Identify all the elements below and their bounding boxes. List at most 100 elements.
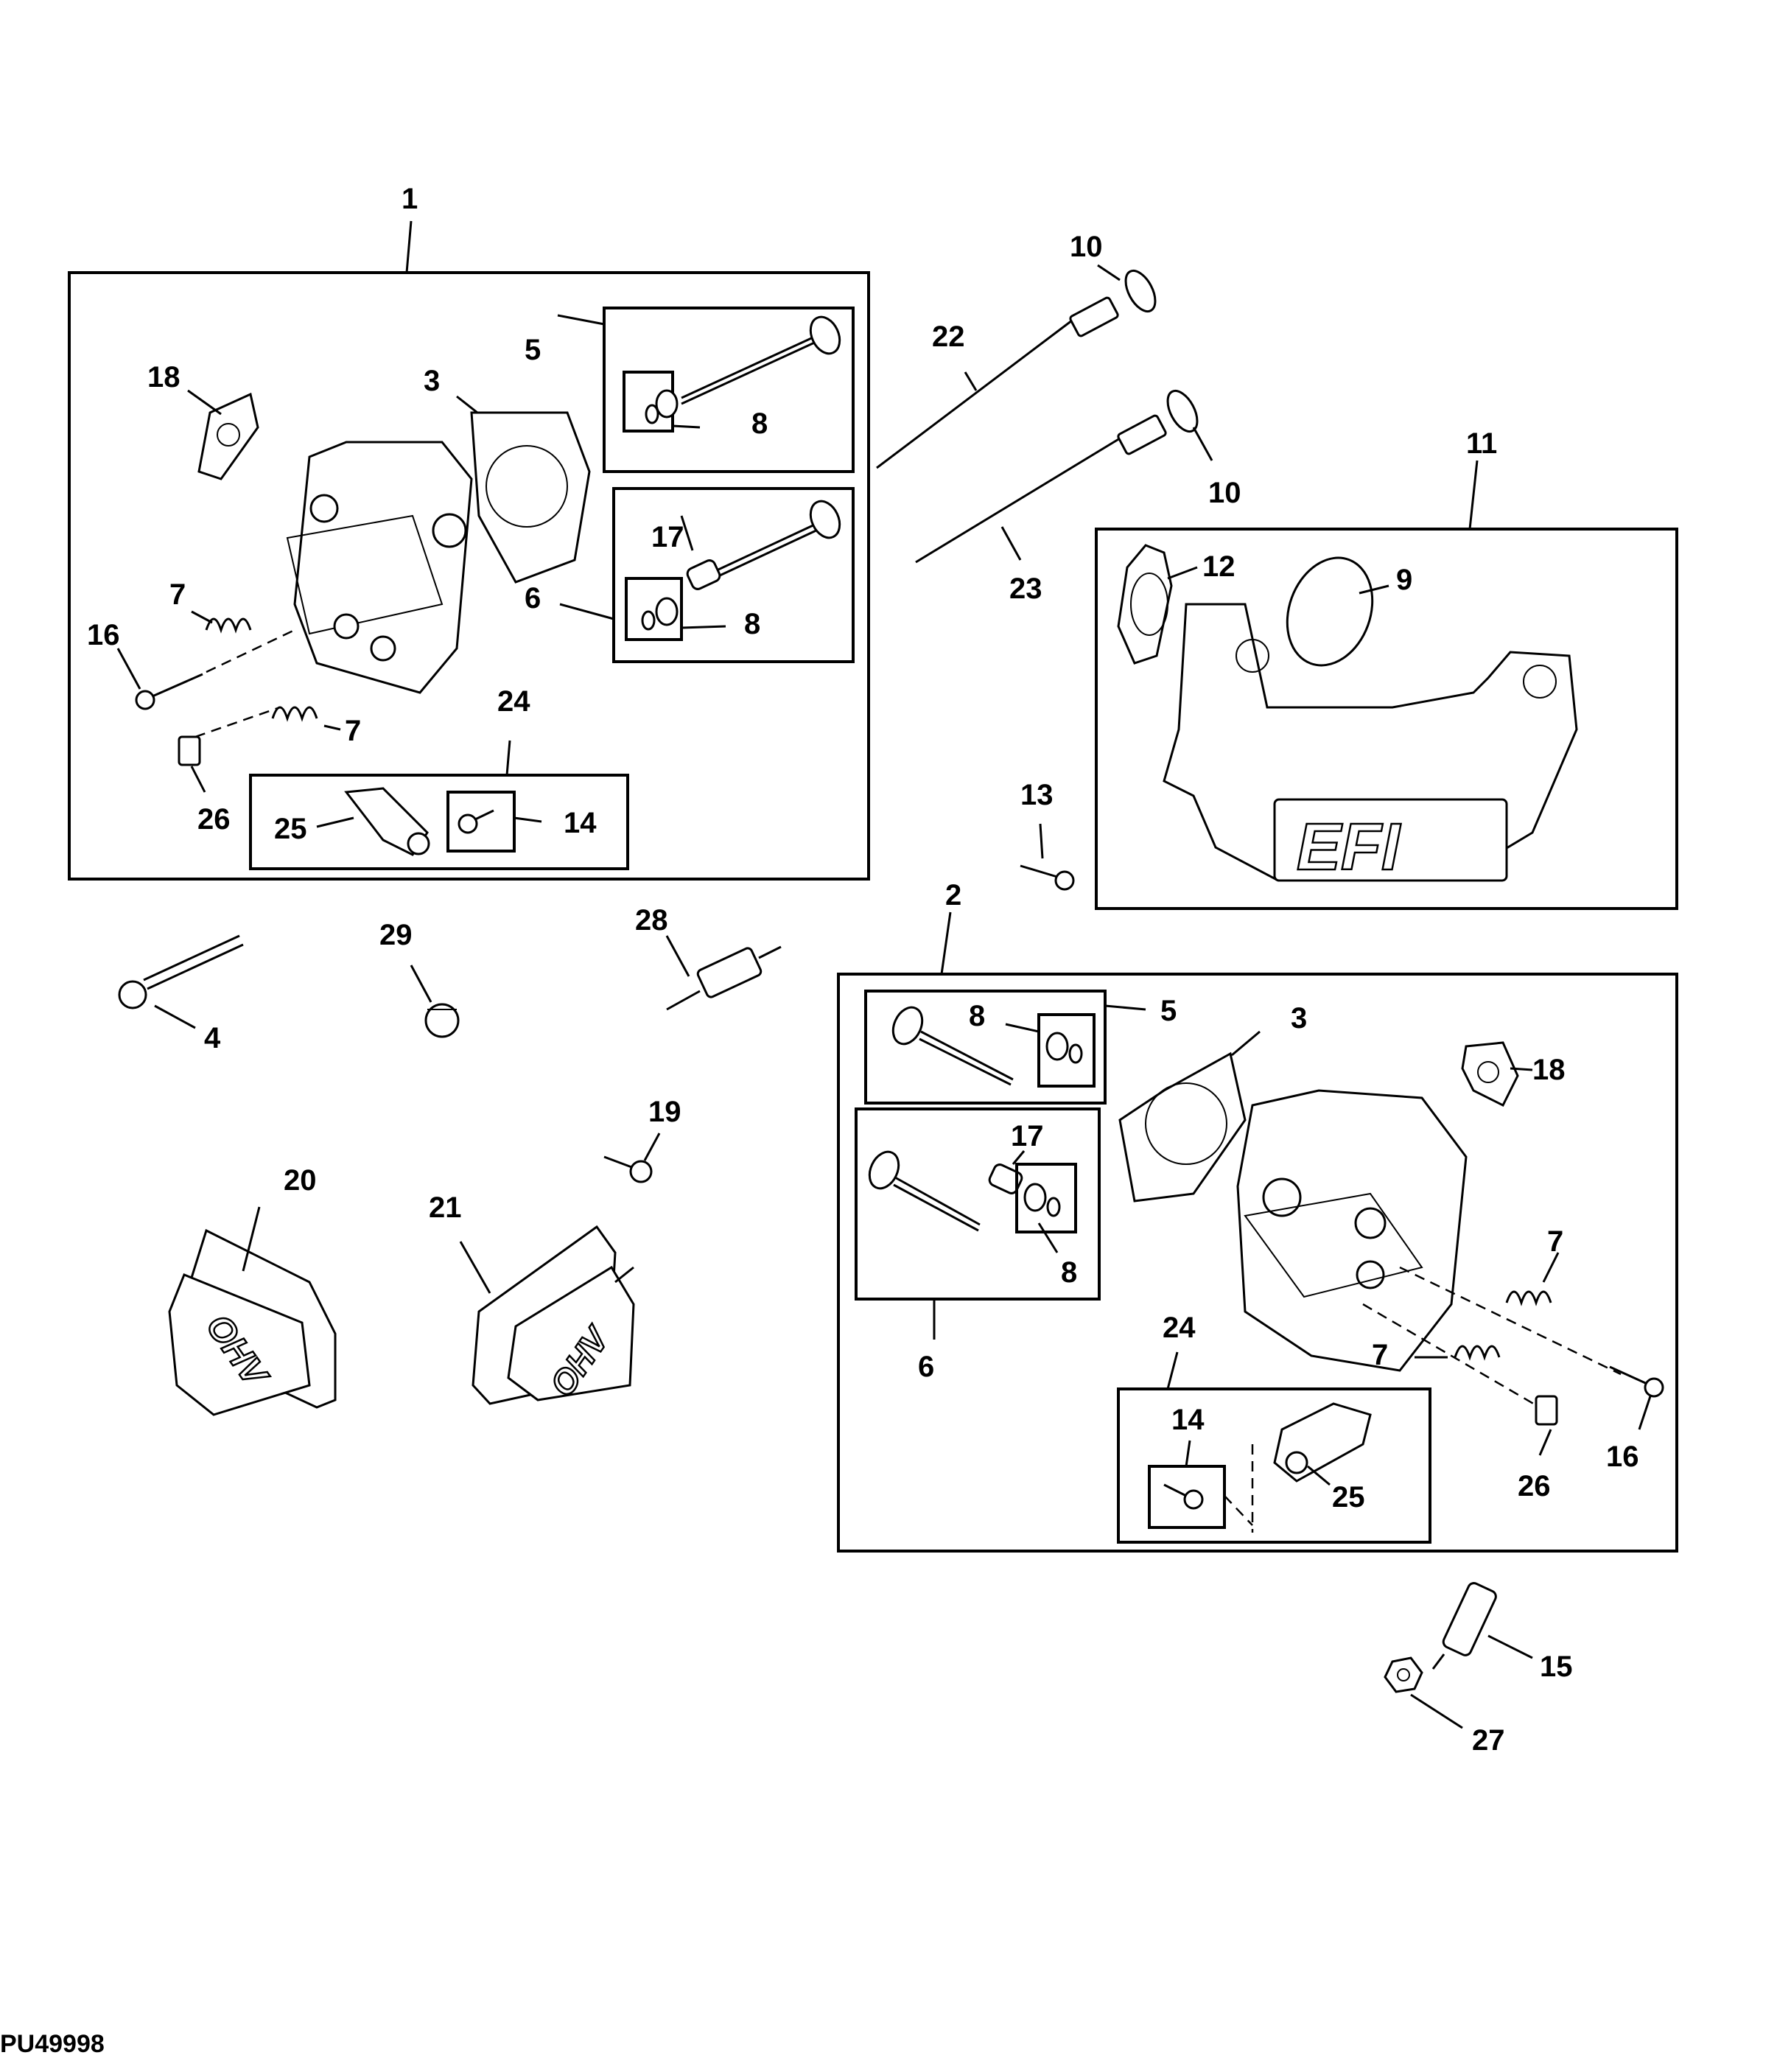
callout-3b[interactable]: 3 [1291, 1002, 1307, 1035]
callout-9[interactable]: 9 [1396, 564, 1412, 596]
clamp-part-29 [424, 1003, 460, 1038]
callout-8[interactable]: 8 [751, 407, 768, 440]
leader-8b [681, 625, 726, 629]
callout-7c[interactable]: 7 [1547, 1225, 1563, 1258]
callout-6[interactable]: 6 [525, 582, 541, 615]
cylinder-head-part-b [1236, 1089, 1468, 1372]
callout-11[interactable]: 11 [1466, 427, 1497, 460]
valves-and-pushrods: 22 23 10 10 [876, 231, 1241, 605]
manifold-o-ring-part [1286, 556, 1374, 667]
loose-parts-left: 4 29 28 19 OHV 20 OHV [118, 904, 782, 1416]
callout-21[interactable]: 21 [429, 1191, 462, 1224]
push-rod-guide-part [178, 735, 201, 766]
callout-8b[interactable]: 8 [744, 608, 760, 640]
callout-8d[interactable]: 8 [1061, 1256, 1077, 1289]
callout-23[interactable]: 23 [1009, 573, 1042, 605]
leader-14 [514, 816, 542, 823]
group-11-exhaust-manifold: 11 12 9 EFI 13 [1020, 427, 1678, 910]
callout-24[interactable]: 24 [497, 685, 530, 718]
callout-2[interactable]: 2 [945, 879, 961, 911]
rocker-stud-part-b [1609, 1365, 1664, 1398]
valve-cover-part-20: OHV [168, 1228, 337, 1416]
callout-24b[interactable]: 24 [1163, 1312, 1196, 1344]
head-gasket-part-b [1118, 1051, 1247, 1203]
valve-cover-part-21: OHV [472, 1225, 635, 1405]
leader-25 [316, 816, 354, 828]
valve-keeper-part-c [1045, 1032, 1083, 1064]
leader-5 [557, 314, 605, 326]
callout-26[interactable]: 26 [197, 803, 231, 836]
callout-17b[interactable]: 17 [1011, 1120, 1044, 1152]
leader-7b [323, 724, 341, 731]
callout-13[interactable]: 13 [1020, 779, 1054, 811]
spark-plug-part-28 [666, 945, 782, 1011]
leader-24 [505, 740, 511, 776]
efi-logo: EFI [1297, 811, 1401, 884]
callout-16b[interactable]: 16 [1606, 1441, 1639, 1473]
callout-29[interactable]: 29 [379, 919, 413, 951]
callout-1[interactable]: 1 [402, 183, 418, 215]
exhaust-gasket-part [197, 392, 259, 480]
manifold-bolt-part-13 [1020, 864, 1075, 891]
callout-22[interactable]: 22 [932, 321, 965, 353]
callout-26b[interactable]: 26 [1518, 1470, 1551, 1502]
valve-keeper-part-d [1023, 1183, 1061, 1217]
callout-20[interactable]: 20 [284, 1164, 317, 1197]
intake-valve-part-b [868, 1150, 981, 1232]
valve-keeper-part-b [641, 597, 679, 631]
callout-5b[interactable]: 5 [1160, 995, 1177, 1027]
callout-7b[interactable]: 7 [345, 715, 361, 747]
pushrod-23 [915, 437, 1121, 564]
group-24-box-b [1117, 1387, 1431, 1544]
stud-part-15 [1431, 1582, 1497, 1670]
rocker-nut-part-b [1163, 1483, 1204, 1510]
callout-7d[interactable]: 7 [1372, 1339, 1388, 1371]
exhaust-gasket-part-b [1461, 1041, 1519, 1107]
callout-10b[interactable]: 10 [1208, 477, 1241, 509]
leader-7 [191, 610, 213, 624]
callout-6b[interactable]: 6 [918, 1351, 934, 1383]
rocker-nut-part [458, 809, 494, 834]
callout-17[interactable]: 17 [651, 521, 684, 553]
callout-12[interactable]: 12 [1202, 550, 1236, 583]
callout-14[interactable]: 14 [564, 807, 597, 839]
callout-25b[interactable]: 25 [1332, 1481, 1365, 1513]
callout-8c[interactable]: 8 [969, 1000, 985, 1032]
callout-3[interactable]: 3 [424, 365, 440, 397]
cylinder-head-part [286, 441, 473, 694]
callout-10a[interactable]: 10 [1070, 231, 1103, 263]
exhaust-valve-part-b [891, 1006, 1014, 1086]
rocker-arm-part [344, 787, 430, 856]
leader-3 [456, 395, 478, 414]
group-5-box-b [864, 990, 1107, 1105]
leader-17 [680, 515, 694, 551]
callout-7[interactable]: 7 [169, 578, 186, 611]
push-rod-guide-part-b [1535, 1395, 1558, 1426]
callout-18b[interactable]: 18 [1532, 1054, 1566, 1086]
head-bolt-part-4 [118, 934, 244, 1009]
callout-14b[interactable]: 14 [1171, 1404, 1205, 1436]
callout-19[interactable]: 19 [648, 1096, 681, 1128]
leader-16 [116, 648, 141, 690]
valve-guide-part-b [988, 1163, 1023, 1194]
group-6-box-b [855, 1107, 1101, 1301]
manifold-gasket-part [1117, 544, 1173, 665]
valve-10-upper [1069, 269, 1157, 337]
callout-28[interactable]: 28 [635, 904, 668, 937]
group-8-box-d [1015, 1163, 1077, 1233]
valve-spring-part-b [1454, 1290, 1552, 1361]
exhaust-valve-part [681, 315, 841, 405]
callout-27[interactable]: 27 [1472, 1724, 1505, 1757]
callout-18[interactable]: 18 [147, 361, 180, 393]
callout-5[interactable]: 5 [525, 334, 541, 366]
callout-15[interactable]: 15 [1540, 1651, 1573, 1683]
group-8-box-c [1037, 1013, 1096, 1088]
callout-4[interactable]: 4 [204, 1022, 221, 1054]
loose-parts-lower-right: 15 27 [1384, 1582, 1573, 1757]
pushrod-22 [876, 319, 1073, 469]
group-2-cylinder-head-assembly: 2 5 8 6 17 [837, 879, 1678, 1553]
callout-25[interactable]: 25 [274, 813, 307, 845]
callout-16[interactable]: 16 [87, 619, 120, 651]
head-gasket-part [470, 411, 591, 584]
